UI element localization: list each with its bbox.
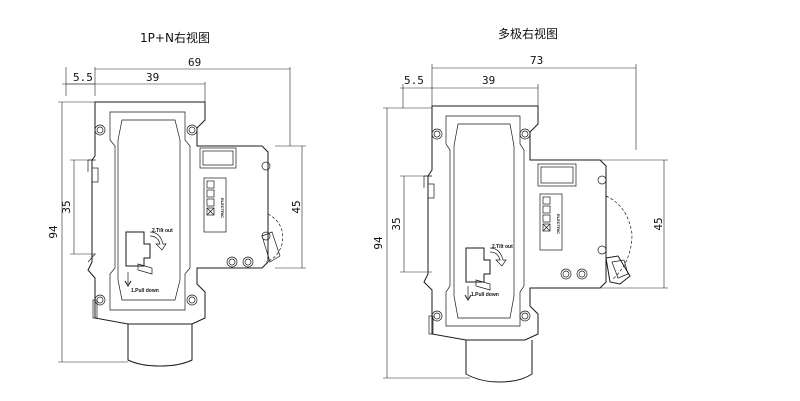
dimension-height-2: 94 <box>372 107 470 379</box>
breaker-body-1: ELECTRIC 2.Tilt out 1.Pull down <box>87 101 284 367</box>
tilt-label-2: 2.Tilt out <box>492 244 513 250</box>
view-1p-n: 1P+N右视图 5.5 39 69 94 35 <box>47 30 306 367</box>
dimension-chain-top-1: 5.5 39 69 <box>62 56 291 146</box>
dimension-front-1: 45 <box>275 145 306 269</box>
tilt-label-1: 2.Tilt out <box>152 228 173 234</box>
brand-text-2: ELECTRIC <box>556 214 561 234</box>
instruction-icon-1: 2.Tilt out 1.Pull down <box>124 228 173 294</box>
dimension-front-2: 45 <box>600 159 668 289</box>
dim-offset-2: 5.5 <box>404 74 424 87</box>
dim-height-2: 94 <box>372 236 385 250</box>
brand-logo-2 <box>542 196 551 232</box>
dimension-rail-2: 35 <box>390 175 432 273</box>
dimension-height-1: 94 <box>47 101 128 363</box>
dim-center-2: 39 <box>482 74 495 87</box>
pull-label-2: 1.Pull down <box>471 292 499 298</box>
breaker-body-2: ELECTRIC 2.Tilt out 1.Pull down <box>423 105 633 383</box>
dim-rail-1: 35 <box>60 200 73 213</box>
dim-front-1: 45 <box>290 200 303 213</box>
instruction-icon-2: 2.Tilt out 1.Pull down <box>464 244 513 301</box>
dim-front-2: 45 <box>652 217 665 230</box>
dimension-rail-1: 35 <box>60 159 96 255</box>
view-multi-pole: 多极右视图 5.5 39 73 94 35 <box>372 26 668 383</box>
dim-offset-1: 5.5 <box>73 71 93 84</box>
dim-depth-1: 69 <box>188 56 201 69</box>
view-title-1p-n: 1P+N右视图 <box>140 30 210 45</box>
brand-text-1: ELECTRIC <box>220 198 225 218</box>
brand-logo <box>206 180 215 216</box>
dim-depth-2: 73 <box>530 54 543 67</box>
dimension-chain-top-2: 5.5 39 73 <box>400 54 637 150</box>
view-title-multi: 多极右视图 <box>498 26 558 41</box>
dim-rail-2: 35 <box>390 217 403 230</box>
pull-label-1: 1.Pull down <box>131 288 159 294</box>
dim-center-1: 39 <box>146 71 159 84</box>
dim-height-1: 94 <box>47 225 60 239</box>
